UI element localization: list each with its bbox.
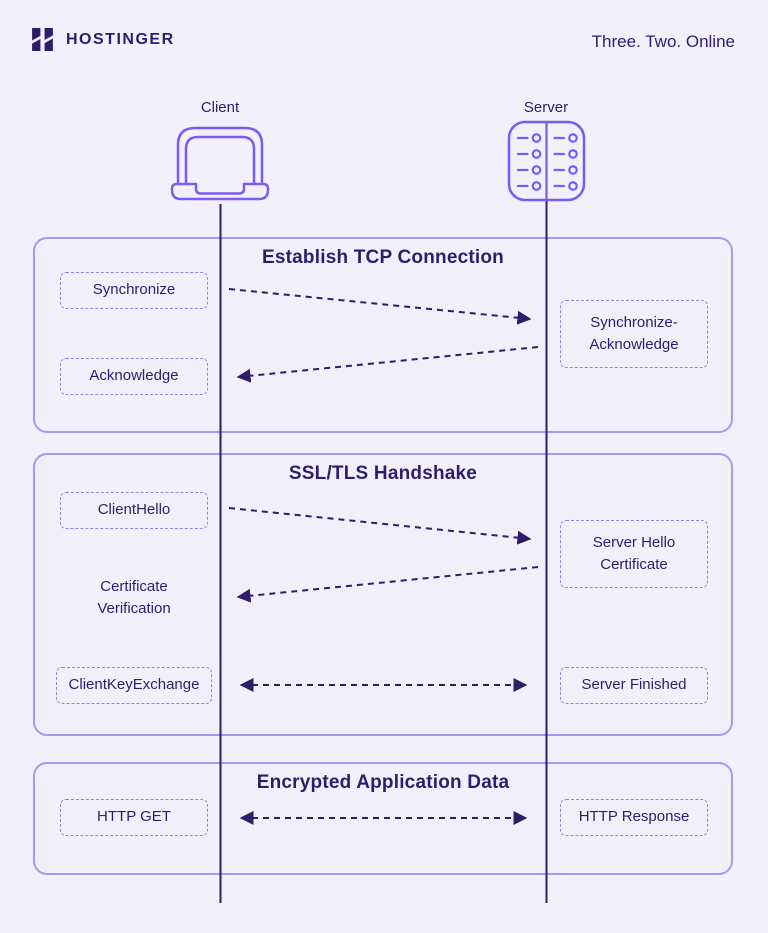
message-server-finished: Server Finished xyxy=(560,667,708,704)
client-label: Client xyxy=(200,99,240,116)
section-tcp-connection: Establish TCP Connection xyxy=(33,237,733,433)
laptop-icon xyxy=(170,126,270,201)
server-label: Server xyxy=(523,99,569,116)
message-client-key-exchange: ClientKeyExchange xyxy=(56,667,212,704)
brand-tagline: Three. Two. Online xyxy=(591,32,735,51)
message-synchronize-acknowledge: Synchronize-Acknowledge xyxy=(560,300,708,368)
section-title: Encrypted Application Data xyxy=(256,772,510,793)
message-http-get: HTTP GET xyxy=(60,799,208,836)
hostinger-brand: HOSTINGER xyxy=(30,27,175,52)
message-certificate-verification: Certificate Verification xyxy=(97,577,171,618)
brand-name: HOSTINGER xyxy=(66,30,175,48)
section-title: SSL/TLS Handshake xyxy=(288,463,478,484)
message-acknowledge: Acknowledge xyxy=(60,358,208,395)
hostinger-logo-icon xyxy=(32,28,53,51)
message-synchronize: Synchronize xyxy=(60,272,208,309)
message-server-hello-certificate: Server Hello Certificate xyxy=(560,520,708,588)
message-http-response: HTTP Response xyxy=(560,799,708,836)
message-client-hello: ClientHello xyxy=(60,492,208,529)
section-title: Establish TCP Connection xyxy=(262,247,504,268)
server-rack-icon xyxy=(507,120,586,202)
